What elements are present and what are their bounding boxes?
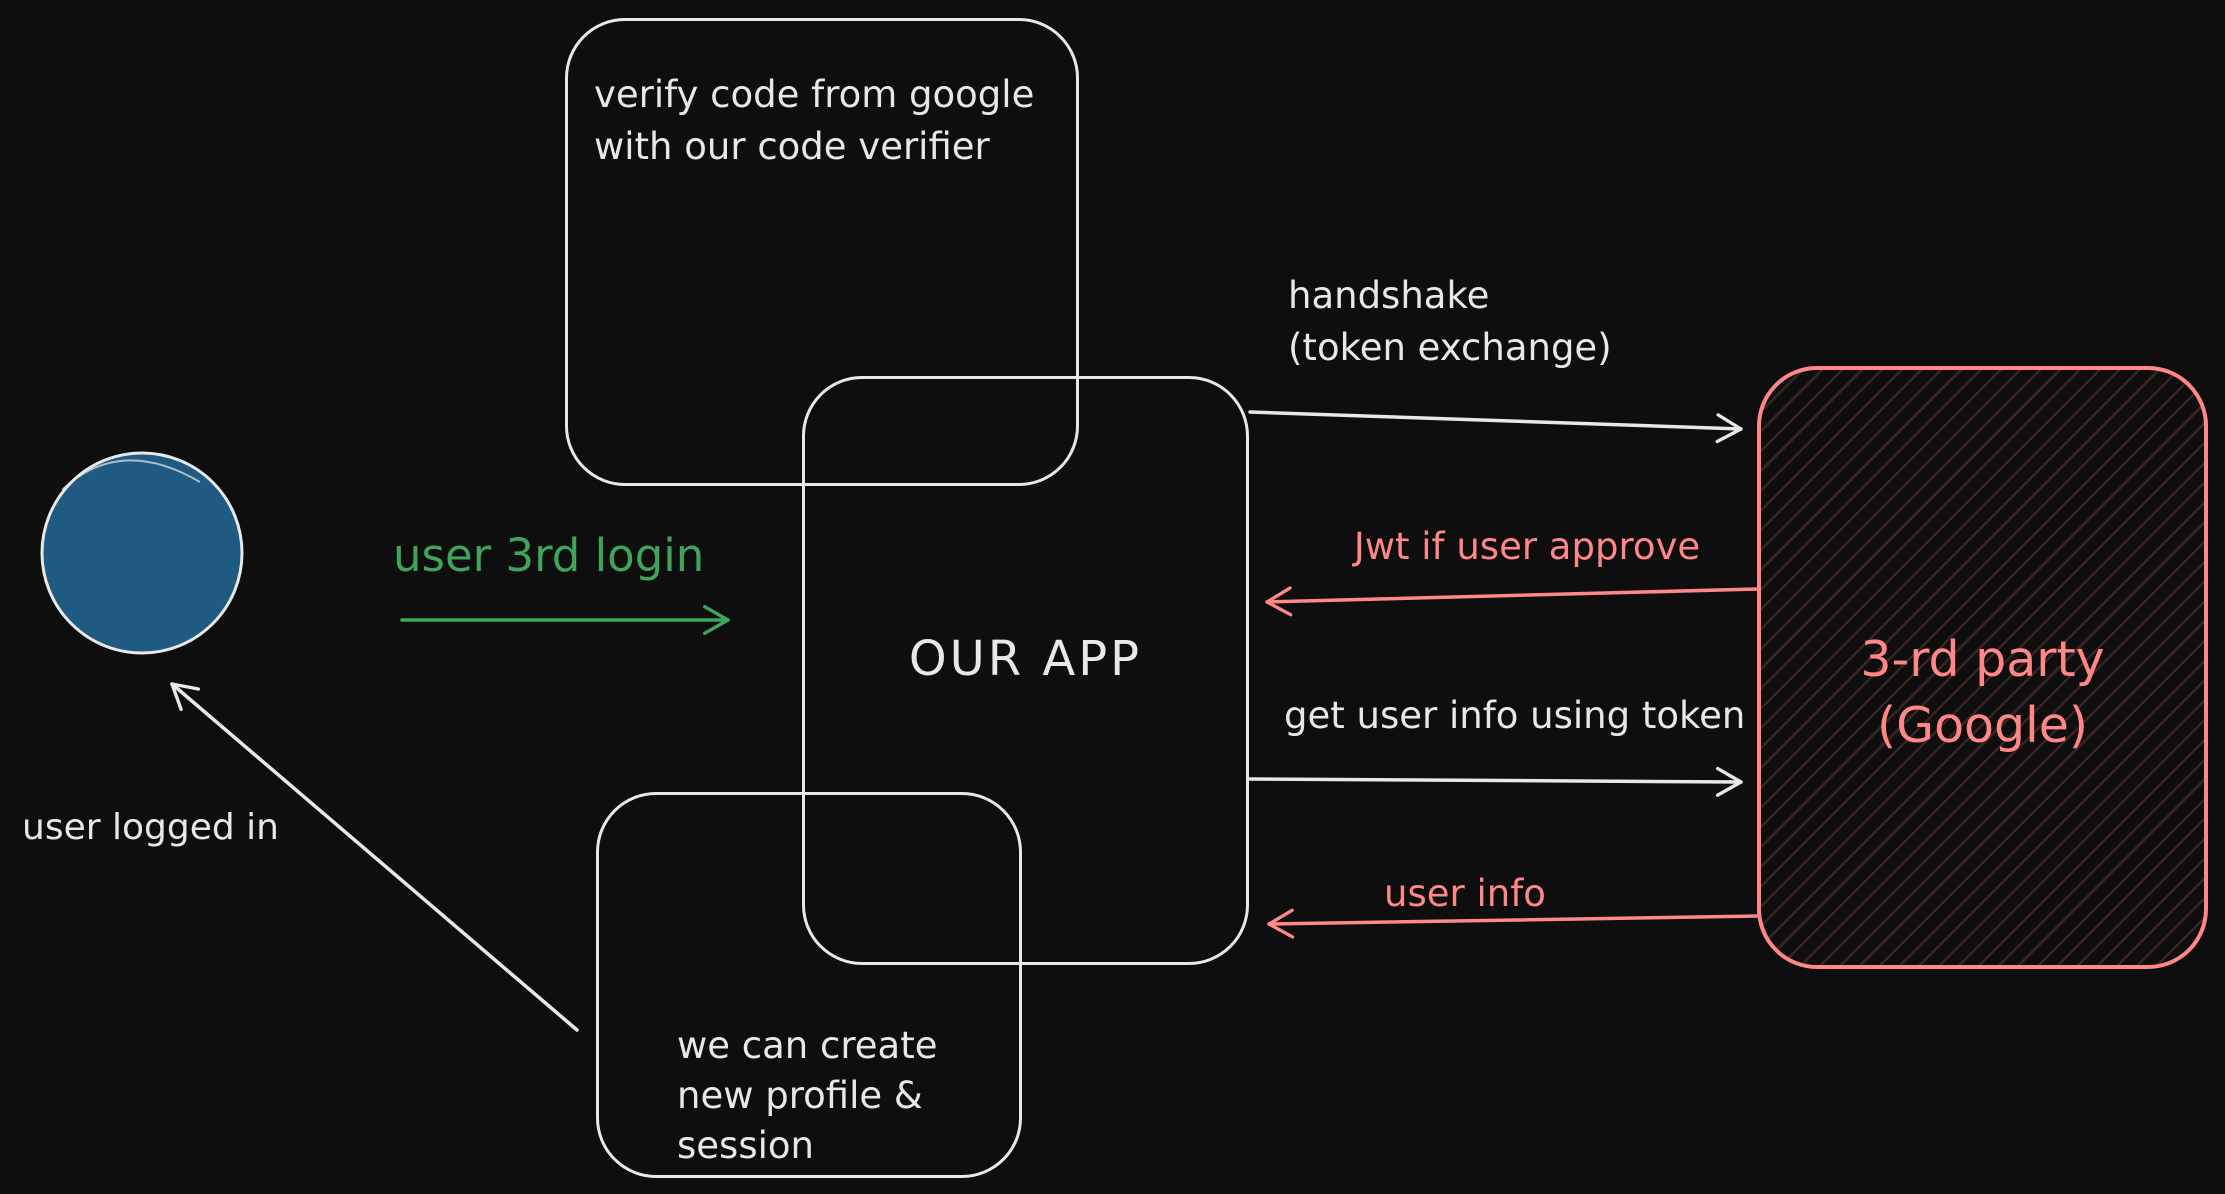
- label-jwt-if-user-approve: Jwt if user approve: [1353, 525, 1701, 568]
- third-party-line-1: 3-rd party: [1860, 630, 2105, 688]
- edge-handshake: [1248, 410, 1743, 444]
- verify-code-text: verify code from google with our code ve…: [594, 69, 1034, 173]
- our-app-box: OUR APP: [802, 376, 1249, 965]
- third-party-line-2: (Google): [1876, 696, 2089, 754]
- label-user-3rd-login: user 3rd login: [393, 529, 705, 582]
- label-handshake-line-1: handshake: [1288, 274, 1490, 317]
- label-user-info: user info: [1384, 872, 1546, 915]
- third-party-box: 3-rd party (Google): [1757, 366, 2208, 969]
- verify-code-line-1: verify code from google: [594, 73, 1035, 116]
- edge-user-logged-in: [170, 682, 579, 1032]
- our-app-label: OUR APP: [908, 630, 1143, 687]
- label-get-user-info: get user info using token: [1284, 694, 1746, 737]
- user-actor-circle: [40, 451, 244, 655]
- create-profile-text: we can create new profile & session: [677, 1021, 937, 1171]
- create-profile-line-1: we can create: [677, 1024, 938, 1067]
- create-profile-line-3: session: [677, 1124, 814, 1167]
- edge-user-info: [1267, 908, 1761, 939]
- edge-jwt-if-user-approve: [1265, 586, 1759, 617]
- label-handshake: handshake (token exchange): [1288, 270, 1612, 374]
- verify-code-box: verify code from google with our code ve…: [565, 18, 1079, 486]
- verify-code-line-2: with our code verifier: [594, 125, 990, 168]
- third-party-text: 3-rd party (Google): [1761, 370, 2204, 965]
- user-actor-sketch-stroke: [61, 459, 201, 491]
- label-user-logged-in: user logged in: [22, 807, 279, 848]
- create-profile-line-2: new profile &: [677, 1074, 923, 1117]
- label-handshake-line-2: (token exchange): [1288, 326, 1612, 369]
- create-profile-box: we can create new profile & session: [596, 792, 1022, 1178]
- edge-get-user-info: [1248, 766, 1743, 797]
